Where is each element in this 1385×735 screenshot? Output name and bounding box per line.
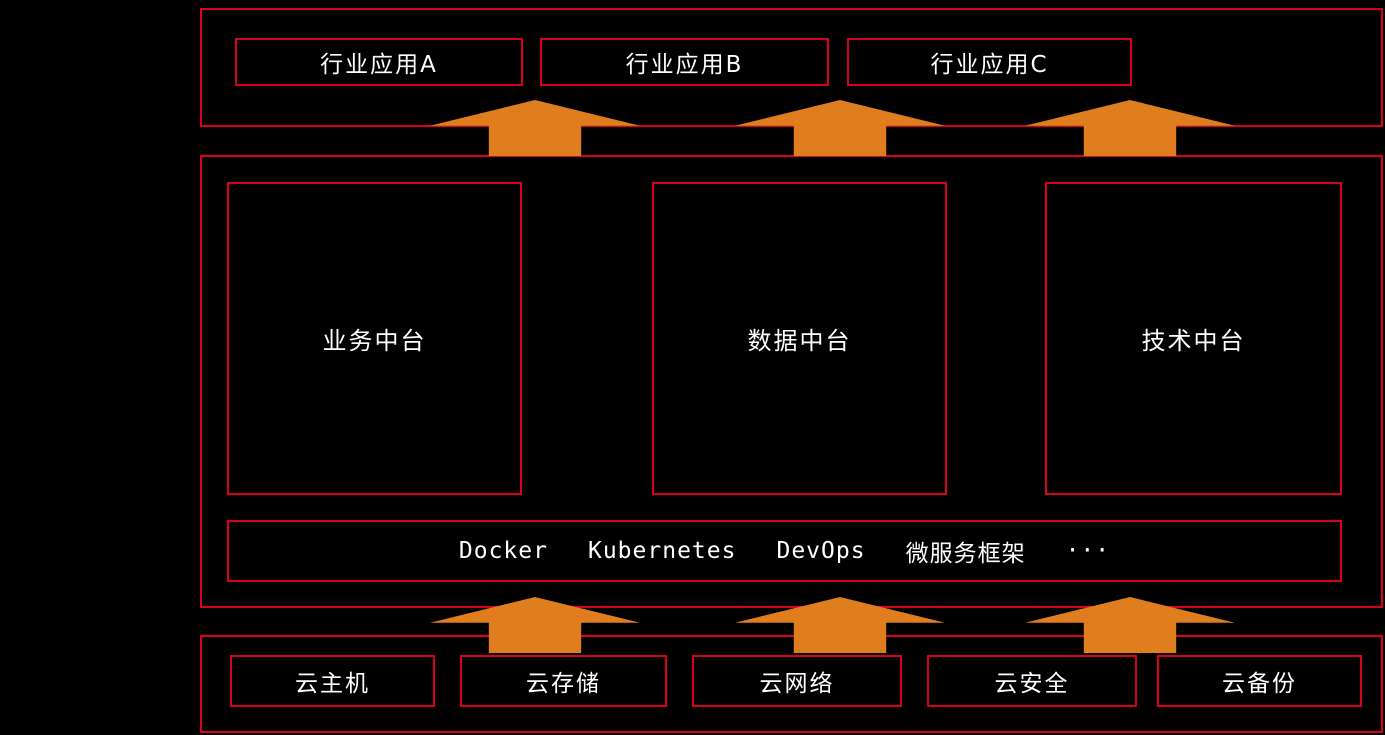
cloud-box-backup-label: 云备份 <box>1222 671 1297 697</box>
cloud-box-host: 云主机 <box>230 655 435 707</box>
app-box-b: 行业应用B <box>540 38 829 86</box>
cloud-box-storage: 云存储 <box>460 655 667 707</box>
tech-item-microservice-framework: 微服务框架 <box>905 541 1026 567</box>
app-box-c-label: 行业应用C <box>930 52 1049 78</box>
tech-item-kubernetes: Kubernetes <box>587 538 737 564</box>
application-layer: 行业应用A 行业应用B 行业应用C <box>200 8 1383 127</box>
app-box-b-label: 行业应用B <box>625 52 744 78</box>
platform-box-business-label: 业务中台 <box>322 327 427 355</box>
tech-item-devops: DevOps <box>776 538 866 564</box>
app-box-c: 行业应用C <box>847 38 1132 86</box>
cloud-box-network-label: 云网络 <box>759 671 835 697</box>
platform-box-data-label: 数据中台 <box>747 327 852 355</box>
tech-item-ellipsis: ··· <box>1065 538 1111 564</box>
cloud-box-security-label: 云安全 <box>994 671 1070 697</box>
app-box-a-label: 行业应用A <box>320 52 438 78</box>
cloud-box-host-label: 云主机 <box>295 671 370 697</box>
tech-item-docker: Docker <box>458 538 548 564</box>
platform-box-technology: 技术中台 <box>1045 182 1342 495</box>
cloud-layer: 云主机 云存储 云网络 云安全 云备份 <box>200 635 1383 733</box>
platform-layer: 业务中台 数据中台 技术中台 Docker Kubernetes DevOps … <box>200 155 1383 608</box>
platform-box-technology-label: 技术中台 <box>1141 327 1246 355</box>
app-box-a: 行业应用A <box>235 38 523 86</box>
cloud-box-storage-label: 云存储 <box>526 671 601 697</box>
platform-box-business: 业务中台 <box>227 182 522 495</box>
cloud-box-backup: 云备份 <box>1157 655 1362 707</box>
cloud-box-security: 云安全 <box>927 655 1137 707</box>
platform-box-data: 数据中台 <box>652 182 947 495</box>
tech-stack-bar: Docker Kubernetes DevOps 微服务框架 ··· <box>227 520 1342 582</box>
cloud-box-network: 云网络 <box>692 655 902 707</box>
